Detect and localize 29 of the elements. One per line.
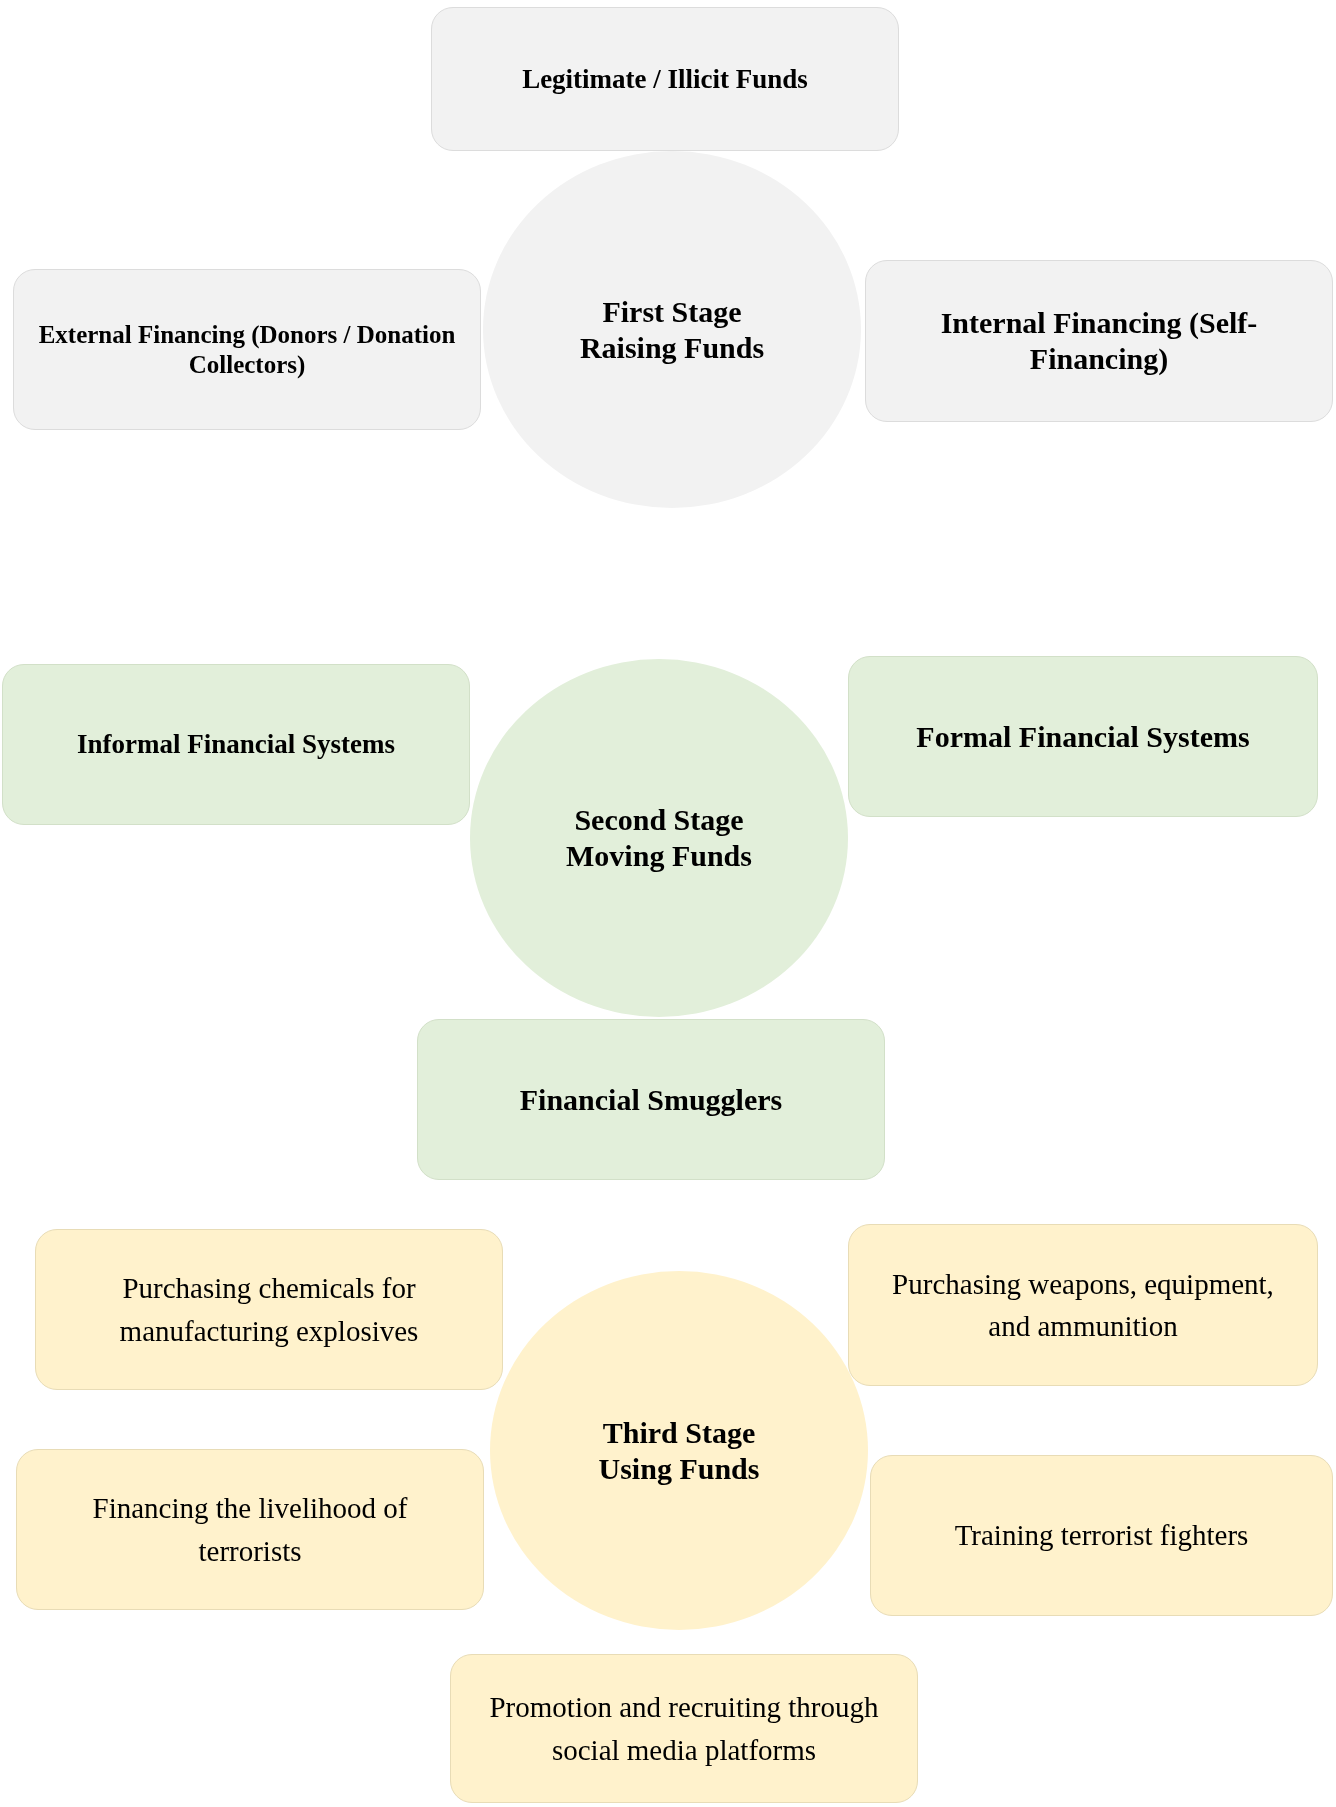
- category-label: Training terrorist fighters: [954, 1518, 1249, 1554]
- stage-title: First Stage: [602, 293, 742, 330]
- stage-subtitle: Moving Funds: [566, 838, 752, 874]
- category-label: Financing the livelihood of terrorists: [91, 1491, 409, 1569]
- category-label: Internal Financing (Self-Financing): [939, 305, 1259, 377]
- category-box: [16, 1449, 484, 1610]
- category-box: [2, 664, 470, 825]
- category-box: [35, 1229, 503, 1390]
- category-box: [431, 7, 899, 151]
- stage-subtitle: Raising Funds: [579, 329, 765, 366]
- stage-title: Second Stage: [574, 802, 744, 838]
- category-box: [450, 1654, 918, 1803]
- category-box: [870, 1455, 1333, 1616]
- category-label: Legitimate / Illicit Funds: [522, 62, 808, 96]
- category-label: Purchasing chemicals for manufacturing explosives: [118, 1271, 420, 1349]
- category-label: External Financing (Donors / Donation Collectors): [37, 319, 457, 380]
- stage-circle: [470, 659, 848, 1017]
- category-box: [13, 269, 481, 430]
- category-label: Purchasing weapons, equipment, and ammunition: [891, 1266, 1275, 1344]
- category-box: [417, 1019, 885, 1180]
- category-box: [865, 260, 1333, 422]
- category-label: Formal Financial Systems: [916, 718, 1250, 755]
- category-label: Informal Financial Systems: [77, 728, 395, 761]
- stage-subtitle: Using Funds: [598, 1450, 760, 1487]
- stage-title: Third Stage: [602, 1414, 756, 1451]
- category-label: Financial Smugglers: [519, 1081, 783, 1118]
- category-label: Promotion and recruiting through social media platforms: [488, 1690, 880, 1768]
- category-box: [848, 1224, 1318, 1386]
- category-box: [848, 656, 1318, 817]
